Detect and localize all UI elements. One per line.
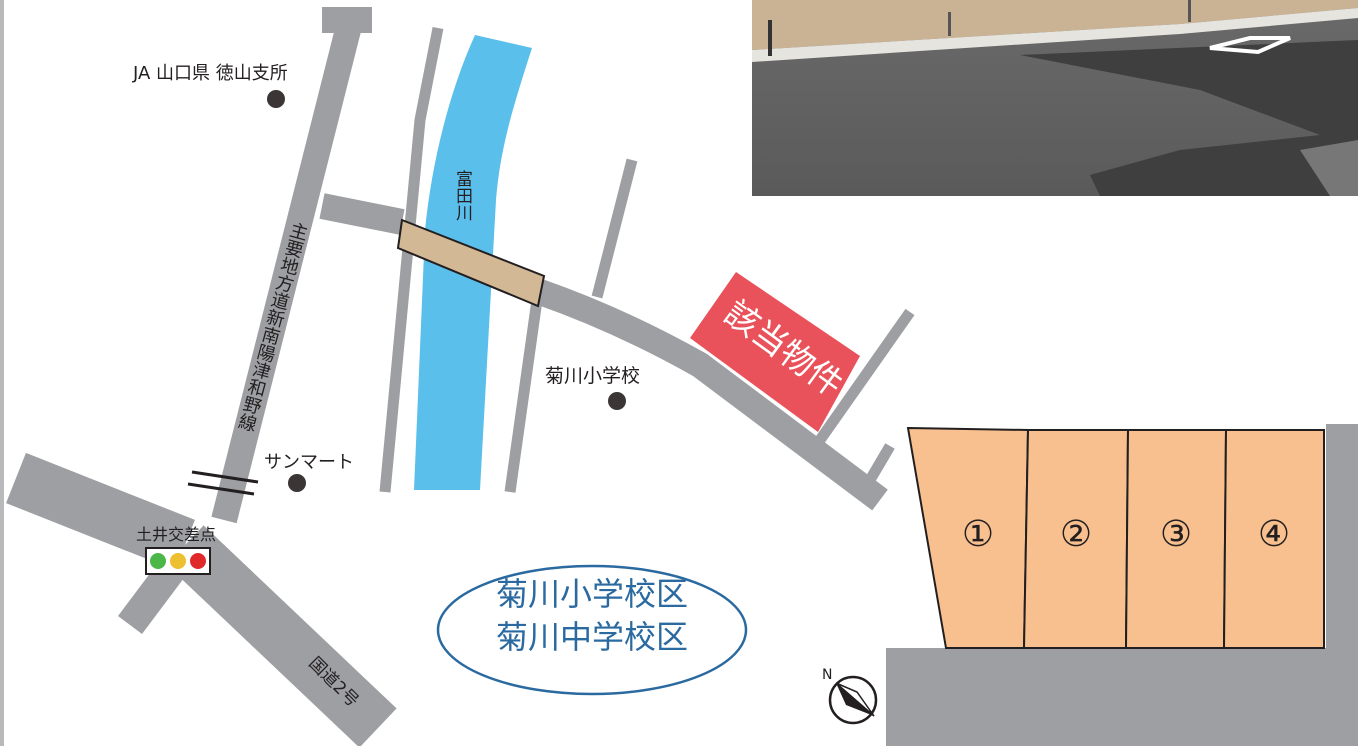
lot-4 [1222,429,1325,649]
lot-1-label: ① [962,514,994,555]
district-line-1: 菊川小学校区 [496,575,688,613]
river-label: 富田川 [452,170,473,221]
main-route-road [211,10,365,524]
ja-office-label: JA 山口県 徳山支所 [132,63,288,84]
route-label: 主要地方道新南陽津和野線 [234,219,310,433]
lot-4-label: ④ [1258,514,1290,555]
eastern-road [535,279,888,511]
school-marker [608,392,626,410]
site-plan: ① ② ③ ④ N [822,424,1358,746]
property-side-road [815,308,915,444]
intersection-label: 土井交差点 [136,525,216,544]
national-road-east [166,525,397,746]
compass-icon: N [822,667,878,725]
lot-3-label: ③ [1160,514,1192,555]
ja-office-marker [267,90,285,108]
national-road-west [6,452,195,571]
traffic-light-icon [145,547,211,575]
east-stub-road [865,443,895,483]
upper-side-road [319,193,405,235]
left-border [0,0,4,746]
school-label: 菊川小学校 [545,365,640,387]
north-branch-road [591,158,638,299]
east-river-road [504,299,543,493]
west-river-road [379,26,444,493]
compass-north-label: N [822,667,832,683]
supermarket-marker [288,474,306,492]
district-line-2: 菊川中学校区 [496,618,688,656]
road-photo [752,0,1358,196]
supermarket-label: サンマート [264,452,354,473]
school-district: 菊川小学校区 菊川中学校区 [436,564,748,696]
railway-crossing [187,470,259,496]
lot-2-label: ② [1060,514,1092,555]
bridge [396,218,546,308]
